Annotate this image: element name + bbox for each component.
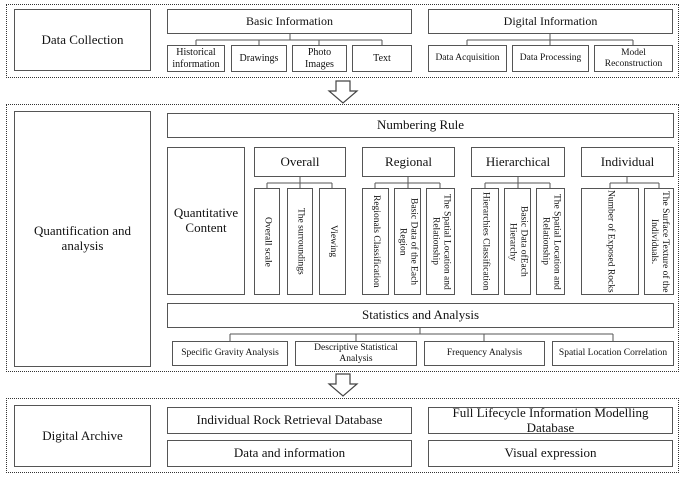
hierarchical-item-spatial: The Spatial Location and Relationship	[536, 188, 565, 295]
hierarchical-item-basic-data: Basic Data ofEach Hierarchy	[504, 188, 531, 295]
statistics-analysis-box: Statistics and Analysis	[167, 303, 674, 328]
rock-retrieval-database: Individual Rock Retrieval Database	[167, 407, 412, 434]
digital-archive-section	[6, 398, 679, 473]
digital-info-data-acquisition: Data Acquisition	[428, 45, 507, 72]
basic-info-photo-images: Photo Images	[292, 45, 347, 72]
lifecycle-modelling-database: Full Lifecycle Information Modelling Dat…	[428, 405, 673, 434]
basic-information-title: Basic Information	[167, 9, 412, 34]
stats-spatial-correlation: Spatial Location Correlation	[552, 341, 674, 366]
overall-item-scale: Overall scale	[254, 188, 280, 295]
visual-expression-box: Visual expression	[428, 440, 673, 467]
digital-info-data-processing: Data Processing	[512, 45, 589, 72]
regional-item-classification: Regionals Classification	[362, 188, 389, 295]
quantification-label: Quantification and analysis	[14, 111, 151, 367]
overall-item-surroundings: The surroundings	[287, 188, 313, 295]
group-regional-title: Regional	[362, 147, 455, 177]
stats-specific-gravity: Specific Gravity Analysis	[172, 341, 288, 366]
stats-frequency: Frequency Analysis	[424, 341, 545, 366]
down-arrow-icon	[327, 80, 359, 397]
digital-information-title: Digital Information	[428, 9, 673, 34]
regional-item-spatial: The Spatial Location and Relationship	[426, 188, 455, 295]
basic-info-historical: Historical information	[167, 45, 225, 72]
digital-archive-label: Digital Archive	[14, 405, 151, 467]
data-collection-section	[6, 4, 679, 78]
hierarchical-item-classification: Hierarchies Classification	[471, 188, 499, 295]
data-collection-label: Data Collection	[14, 9, 151, 71]
basic-info-drawings: Drawings	[231, 45, 287, 72]
group-hierarchical-title: Hierarchical	[471, 147, 565, 177]
group-individual-title: Individual	[581, 147, 674, 177]
quantification-section	[6, 104, 679, 372]
basic-info-text: Text	[352, 45, 412, 72]
stats-descriptive: Descriptive Statistical Analysis	[295, 341, 417, 366]
numbering-rule-box: Numbering Rule	[167, 113, 674, 138]
regional-item-basic-data: Basic Data of the Each Region	[394, 188, 421, 295]
overall-item-viewing: Viewing	[319, 188, 346, 295]
digital-info-model-reconstruction: Model Reconstruction	[594, 45, 673, 72]
individual-item-surface-texture: The Surface Texture of the Individuals.	[644, 188, 674, 295]
group-overall-title: Overall	[254, 147, 346, 177]
quantitative-content-box: Quantitative Content	[167, 147, 245, 295]
individual-item-exposed-rocks: Number of Exposed Rocks	[581, 188, 639, 295]
data-and-information-box: Data and information	[167, 440, 412, 467]
